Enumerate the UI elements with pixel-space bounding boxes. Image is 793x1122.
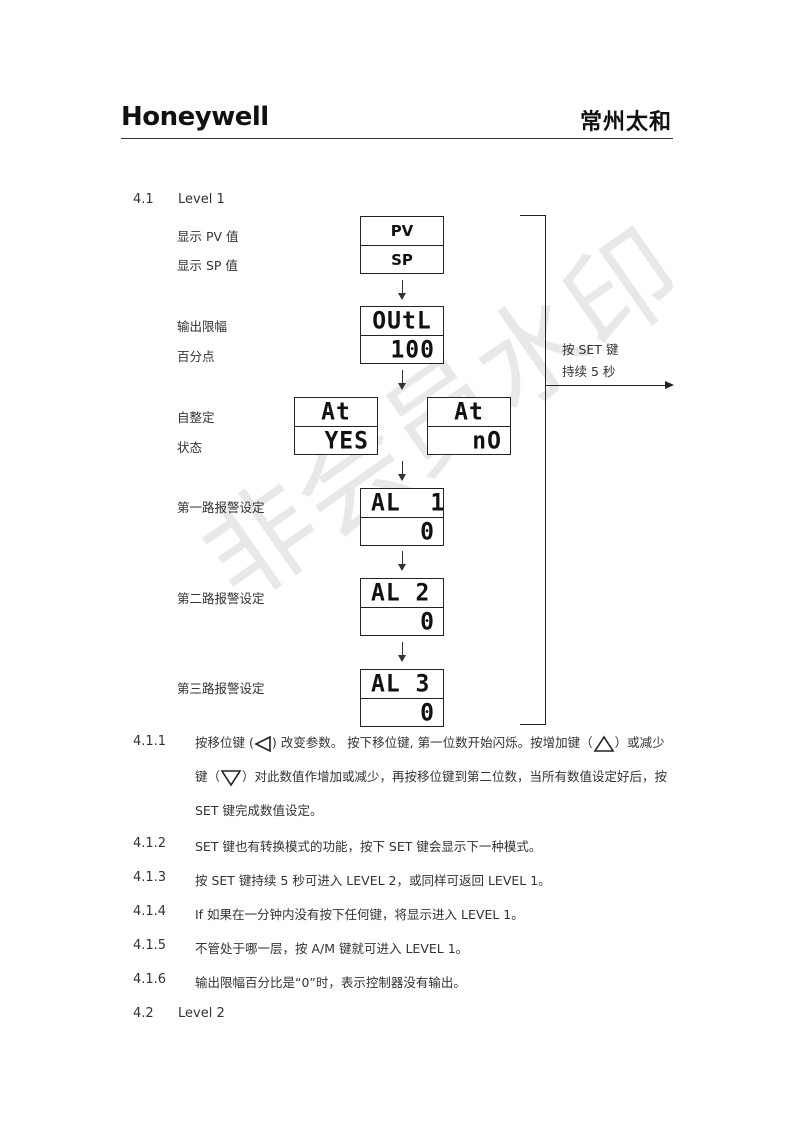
item-text: SET 键完成数值设定。 (195, 803, 323, 818)
company-name: 常州太和 (579, 110, 672, 135)
display-pv-text: PV (390, 222, 414, 240)
honeywell-logo: Honeywell (121, 102, 269, 132)
item-number: 4.1.5 (133, 938, 167, 953)
display-al2-value: 0 (420, 608, 435, 636)
display-no-text: nO (472, 427, 502, 455)
pv-label: 显示 PV 值 (177, 229, 239, 244)
item-text: 键（ (195, 769, 221, 784)
display-at-text: At (321, 398, 351, 426)
flow-arrow-2 (398, 370, 406, 390)
item-text: ）或减少 (614, 735, 665, 750)
display-at-text: At (454, 398, 484, 426)
item-number: 4.1.3 (133, 870, 167, 885)
item-paragraph: 按移位键 () 改变参数。 按下移位键, 第一位数开始闪烁。按增加键（）或减少 … (195, 726, 673, 828)
section-number: 4.1 (133, 192, 154, 207)
display-al3: AL 3 0 (360, 669, 444, 727)
item-text: 按移位键 ( (195, 735, 254, 750)
item-text: SET 键也有转换模式的功能，按下 SET 键会显示下一种模式。 (195, 839, 542, 854)
increase-key-icon (593, 735, 615, 752)
output-limit-label: 输出限幅 (177, 319, 228, 334)
sp-label: 显示 SP 值 (177, 258, 238, 273)
display-outl-text: OUtL (372, 307, 432, 335)
item-number: 4.1.4 (133, 904, 167, 919)
item-text: 输出限幅百分比是“0”时，表示控制器没有输出。 (195, 975, 466, 990)
display-at-yes: At YES (294, 397, 378, 455)
decrease-key-icon (220, 769, 242, 786)
display-al2: AL 2 0 (360, 578, 444, 636)
side-note-5-seconds: 持续 5 秒 (562, 364, 616, 379)
display-pv-sp: PV SP (360, 216, 444, 274)
alarm1-label: 第一路报警设定 (177, 500, 265, 515)
item-number: 4.1.6 (133, 972, 167, 987)
item-text: 按 SET 键持续 5 秒可进入 LEVEL 2，或同样可返回 LEVEL 1。 (195, 873, 551, 888)
item-number: 4.1.1 (133, 734, 167, 749)
autotune-label: 自整定 (177, 410, 215, 425)
exit-arrow (546, 381, 674, 389)
status-label: 状态 (177, 440, 203, 455)
item-text: 不管处于哪一层，按 A/M 键就可进入 LEVEL 1。 (195, 941, 469, 956)
display-al1-text: AL 1 (371, 489, 446, 517)
side-note-set-key: 按 SET 键 (562, 342, 619, 357)
item-text: If 如果在一分钟内没有按下任何键，将显示进入 LEVEL 1。 (195, 907, 524, 922)
display-yes-text: YES (324, 427, 369, 455)
display-sp-text: SP (391, 251, 413, 269)
display-al3-value: 0 (420, 699, 435, 727)
display-al2-text: AL 2 (371, 579, 431, 607)
flow-arrow-5 (398, 642, 406, 662)
item-text: ) 改变参数。 按下移位键, 第一位数开始闪烁。按增加键（ (271, 735, 593, 750)
display-100-text: 100 (390, 336, 435, 364)
display-al1: AL 1 0 (360, 488, 444, 546)
display-al3-text: AL 3 (371, 670, 431, 698)
section-number: 4.2 (133, 1006, 154, 1021)
section-title: Level 1 (178, 192, 225, 207)
alarm3-label: 第三路报警设定 (177, 681, 265, 696)
header-rule (121, 138, 673, 139)
section-title: Level 2 (178, 1006, 225, 1021)
display-outl: OUtL 100 (360, 306, 444, 364)
flow-arrow-1 (398, 280, 406, 300)
flow-arrow-4 (398, 551, 406, 571)
alarm2-label: 第二路报警设定 (177, 591, 265, 606)
shift-key-icon (254, 735, 271, 752)
item-text: ）对此数值作增加或减少，再按移位键到第二位数，当所有数值设定好后，按 (242, 769, 668, 784)
level-bracket (520, 215, 546, 725)
item-number: 4.1.2 (133, 836, 167, 851)
display-al1-value: 0 (420, 518, 435, 546)
percent-label: 百分点 (177, 349, 215, 364)
flow-arrow-3 (398, 461, 406, 481)
display-at-no: At nO (427, 397, 511, 455)
